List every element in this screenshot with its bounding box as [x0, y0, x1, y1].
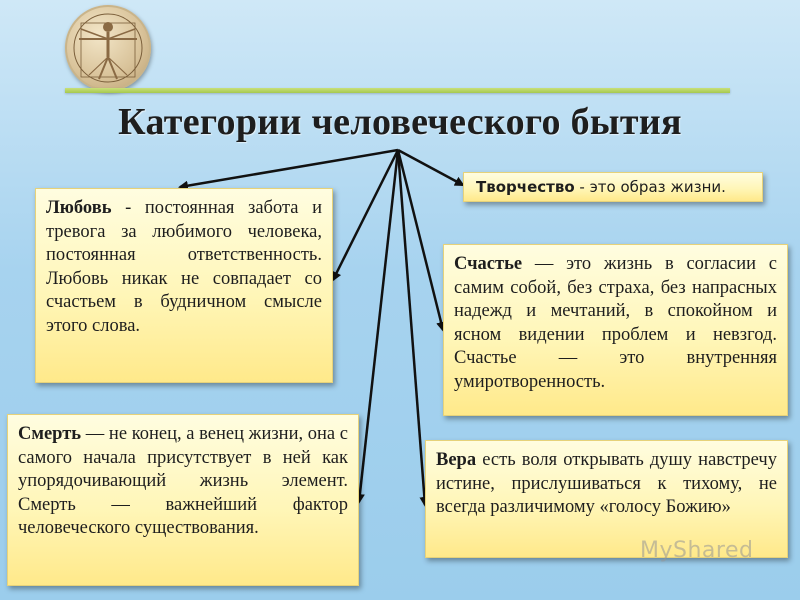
death-definition: — не конец, а венец жизни, она с самого … — [18, 424, 348, 538]
creativity-definition: - это образ жизни. — [574, 178, 726, 196]
title-divider — [65, 88, 730, 93]
faith-text: Вера есть воля открывать душу навстречу … — [436, 449, 777, 520]
faith-term: Вера — [436, 450, 477, 470]
arrow-to-faith — [396, 149, 430, 507]
arrow-to-happy — [396, 149, 446, 332]
arrow-to-create — [397, 148, 465, 187]
vitruvian-man-logo — [65, 5, 151, 91]
arrow-to-death — [354, 149, 400, 504]
love-text: Любовь - постоянная забота и тревога за … — [46, 197, 322, 338]
arrow-to-love — [178, 148, 399, 191]
love-term: Любовь — [46, 198, 112, 218]
page-title: Категории человеческого бытия — [118, 101, 682, 143]
love-definition: - постоянная забота и тревога за любимог… — [46, 198, 322, 336]
box-love: Любовь - постоянная забота и тревога за … — [35, 188, 333, 383]
creativity-term: Творчество — [476, 178, 575, 196]
box-death: Смерть — не конец, а венец жизни, она с … — [7, 414, 359, 586]
death-text: Смерть — не конец, а венец жизни, она с … — [18, 423, 348, 541]
faith-definition: есть воля открывать душу навстречу истин… — [436, 450, 777, 517]
happiness-term: Счастье — [454, 254, 523, 274]
vitruvian-man-icon — [73, 13, 143, 83]
arrow-to-love-side — [331, 149, 400, 282]
happiness-text: Счастье — это жизнь в согласии с самим с… — [454, 253, 777, 394]
happiness-definition: — это жизнь в согласии с самим собой, бе… — [454, 254, 777, 392]
watermark-myshared: MyShared — [640, 538, 754, 563]
box-creativity: Творчество - это образ жизни. — [463, 172, 763, 202]
box-happiness: Счастье — это жизнь в согласии с самим с… — [443, 244, 788, 416]
death-term: Смерть — [18, 424, 82, 444]
box-faith: Вера есть воля открывать душу навстречу … — [425, 440, 788, 558]
